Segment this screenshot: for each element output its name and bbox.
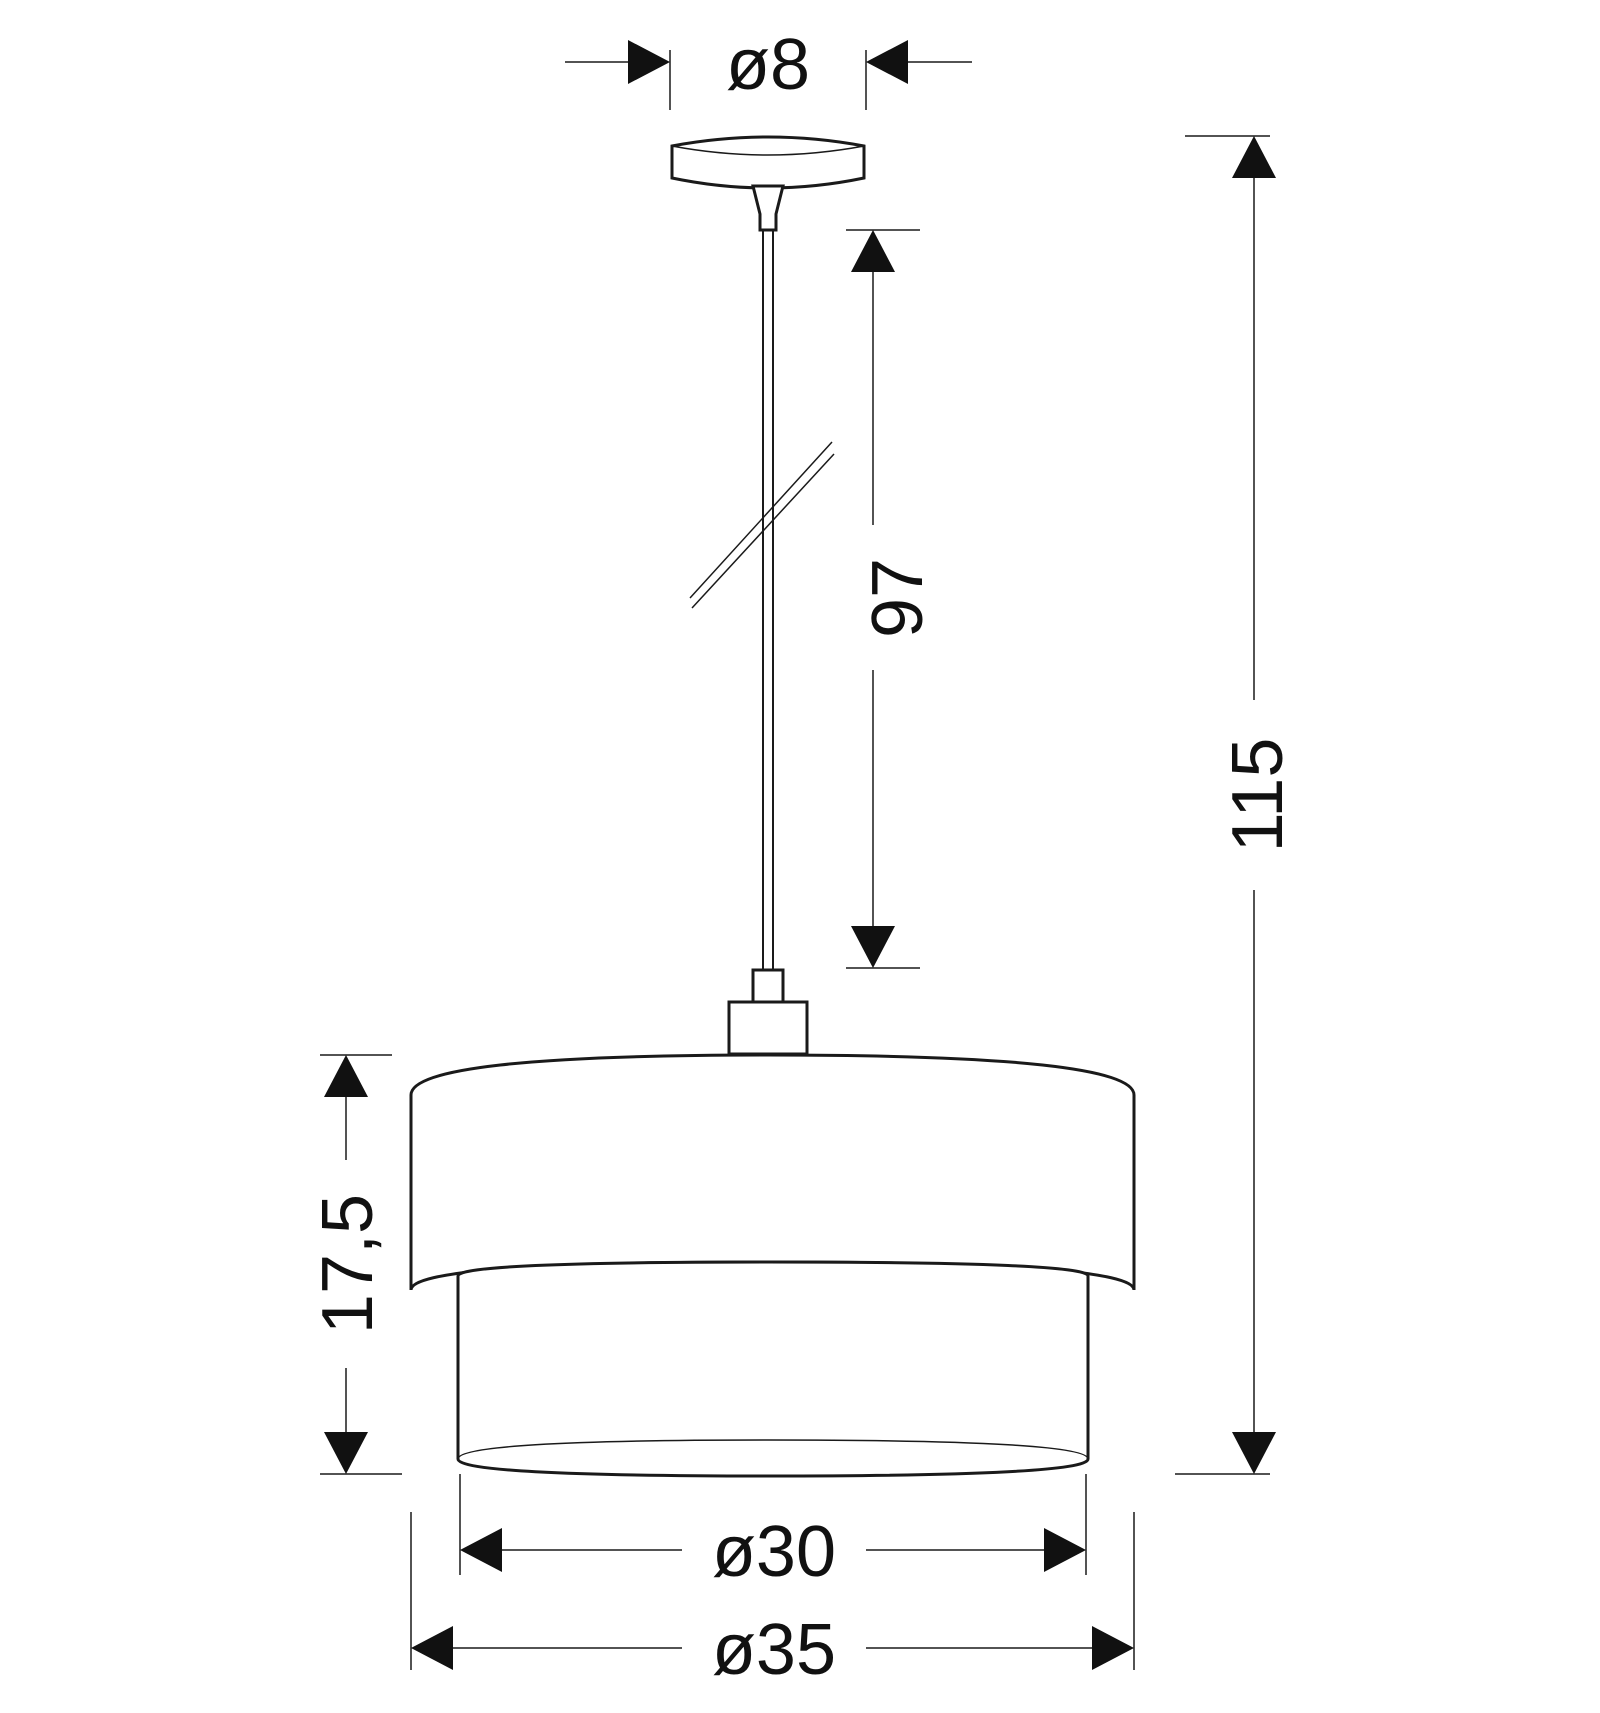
arrow-left-icon bbox=[411, 1626, 453, 1670]
arrow-up-icon bbox=[324, 1055, 368, 1097]
shade-height-dimension: 17,5 bbox=[308, 1054, 402, 1475]
arrow-down-icon bbox=[851, 926, 895, 968]
arrow-right-icon bbox=[1044, 1528, 1086, 1572]
inner-shade bbox=[456, 1260, 1090, 1478]
arrow-up-icon bbox=[1232, 136, 1276, 178]
arrow-down-icon bbox=[324, 1432, 368, 1474]
pendant-lamp bbox=[409, 135, 1136, 1478]
shade-height-label: 17,5 bbox=[308, 1194, 388, 1334]
outer-diameter-label: ø35 bbox=[712, 1610, 836, 1690]
cable-length-dimension: 97 bbox=[846, 229, 938, 969]
arrow-right-icon bbox=[1092, 1626, 1134, 1670]
outer-shade bbox=[409, 1053, 1136, 1291]
arrow-right-icon bbox=[628, 40, 670, 84]
total-height-dimension: 115 bbox=[1175, 135, 1298, 1475]
ceiling-canopy bbox=[670, 135, 866, 190]
cable-length-label: 97 bbox=[858, 558, 938, 638]
canopy-diameter-dimension: ø8 bbox=[565, 25, 972, 110]
lamp-holder bbox=[727, 968, 809, 1056]
outer-diameter-dimension: ø35 bbox=[410, 1512, 1135, 1690]
arrow-up-icon bbox=[851, 230, 895, 272]
cable-break-marks bbox=[689, 441, 835, 609]
inner-diameter-label: ø30 bbox=[712, 1512, 836, 1592]
suspension-cable bbox=[762, 230, 774, 970]
arrow-down-icon bbox=[1232, 1432, 1276, 1474]
total-height-label: 115 bbox=[1218, 738, 1298, 853]
cable-grip bbox=[751, 184, 785, 232]
arrow-left-icon bbox=[460, 1528, 502, 1572]
canopy-diameter-label: ø8 bbox=[726, 25, 810, 105]
arrow-left-icon bbox=[866, 40, 908, 84]
inner-diameter-dimension: ø30 bbox=[459, 1474, 1087, 1592]
